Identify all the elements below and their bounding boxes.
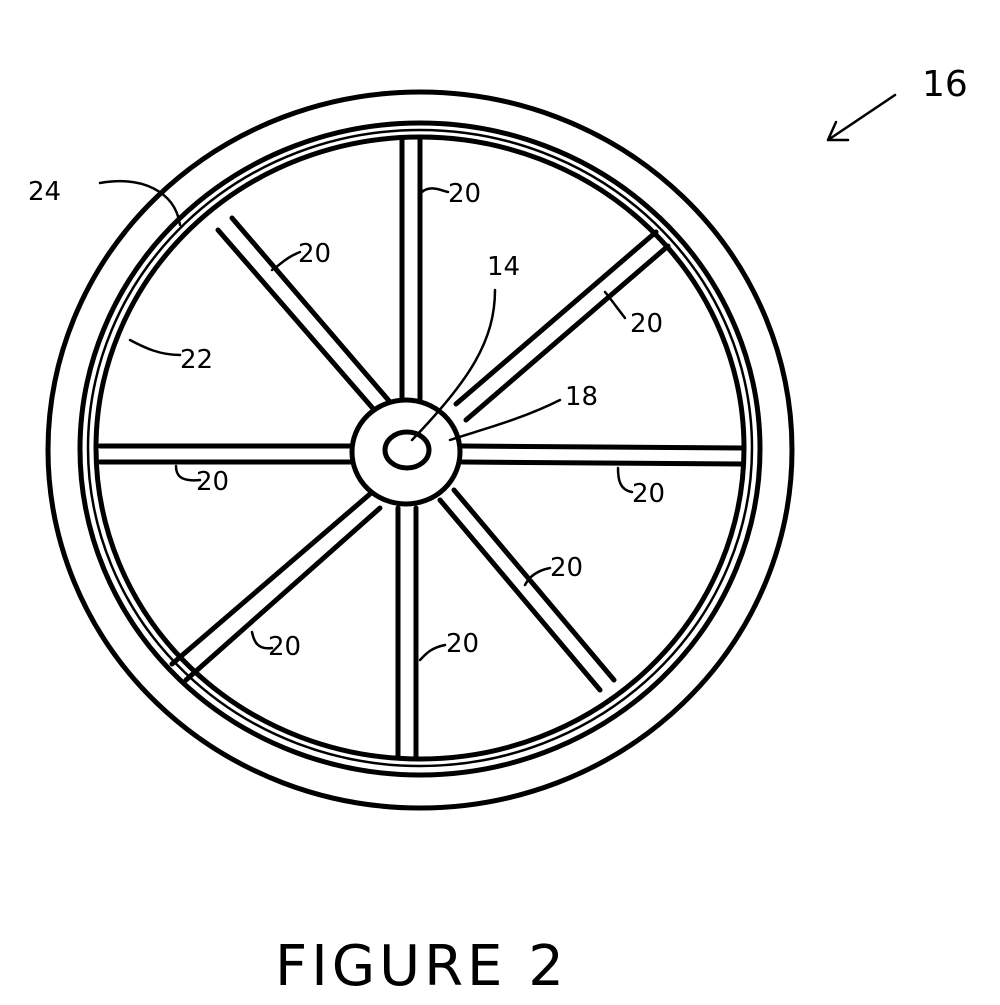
spoke-bottom-left: [169, 491, 383, 683]
leader-hub: [448, 398, 562, 442]
label-tire: 24: [28, 177, 61, 207]
rim-inner-line: [86, 128, 754, 768]
label-spoke: 20: [268, 632, 301, 662]
label-axle-hole: 14: [487, 252, 520, 282]
label-spoke: 20: [632, 479, 665, 509]
leader-spoke: [603, 290, 627, 320]
label-wheel: 16: [922, 64, 968, 105]
figure-title: FIGURE 2: [275, 934, 568, 999]
label-spoke: 20: [298, 239, 331, 269]
spoke-bottom-right: [437, 487, 617, 693]
label-spoke: 20: [196, 467, 229, 497]
spoke-top-right: [453, 229, 671, 423]
leader-axle-hole: [410, 288, 497, 442]
hub: [349, 397, 463, 507]
label-spoke: 20: [446, 629, 479, 659]
label-spoke: 20: [550, 553, 583, 583]
spoke-top: [399, 135, 423, 403]
rim-outer-edge: [77, 120, 763, 778]
leader-spoke: [250, 630, 274, 650]
spokes: [97, 135, 745, 761]
wheel-arrow: [826, 93, 897, 142]
leader-spoke: [174, 464, 202, 482]
spoke-bottom: [395, 505, 419, 761]
label-hub: 18: [565, 382, 598, 412]
leader-spoke: [270, 250, 302, 272]
leader-spoke: [616, 466, 634, 494]
label-spoke: 20: [630, 309, 663, 339]
leader-rim: [128, 338, 182, 357]
leader-spoke: [418, 643, 447, 662]
label-spoke: 20: [448, 179, 481, 209]
label-rim: 22: [180, 345, 213, 375]
spoke-top-left: [215, 215, 393, 415]
spoke-right: [459, 443, 745, 467]
leader-spoke: [523, 566, 552, 587]
tire-outer-edge: [45, 89, 795, 811]
leader-spoke: [420, 187, 450, 194]
spoke-left: [97, 443, 357, 465]
axle-hole: [382, 429, 432, 471]
leader-tire: [98, 180, 182, 227]
